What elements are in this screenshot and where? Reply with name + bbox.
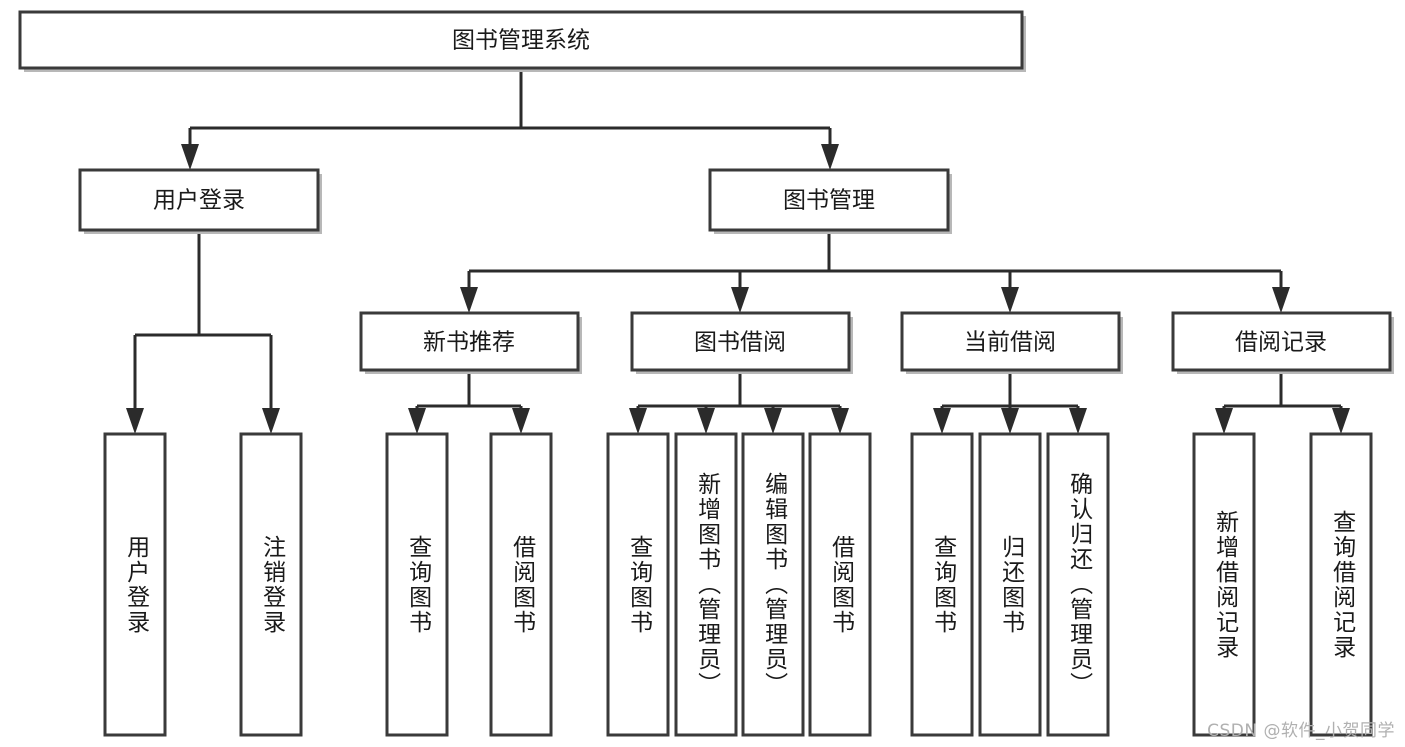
arrow-head-leaf-user-login	[126, 408, 144, 434]
node-new-book-rec[interactable]: 新书推荐	[359, 311, 582, 374]
book-manage-box[interactable]	[708, 168, 950, 232]
leaf-node-query-record[interactable]	[1309, 432, 1373, 737]
arrow-head-leaf-borrow-book-1	[512, 408, 530, 434]
node-book-borrow[interactable]: 图书借阅	[630, 311, 853, 374]
leaf-node-add-record[interactable]	[1192, 432, 1256, 737]
user-login-box[interactable]	[78, 168, 320, 232]
leaf-node-confirm-return[interactable]	[1046, 432, 1110, 737]
arrow-head-current-borrow	[1001, 287, 1019, 313]
leaf-user-logout-box[interactable]	[239, 432, 303, 737]
arrow-head-leaf-edit-book	[764, 408, 782, 434]
leaf-node-user-logout[interactable]	[239, 432, 303, 737]
borrow-record-label: 借阅记录	[1235, 330, 1327, 356]
leaf-node-add-book[interactable]	[674, 432, 738, 737]
current-borrow-box[interactable]	[900, 311, 1121, 372]
leaf-node-return-book[interactable]	[978, 432, 1042, 737]
node-root[interactable]: 图书管理系统	[18, 10, 1026, 72]
leaf-node-query-book-3[interactable]	[910, 432, 974, 737]
leaf-query-book-2-box[interactable]	[606, 432, 670, 737]
leaf-node-borrow-book-2[interactable]	[808, 432, 872, 737]
leaf-node-user-login[interactable]	[103, 432, 167, 737]
arrow-head-leaf-query-book-2	[629, 408, 647, 434]
leaf-node-borrow-book-1[interactable]	[489, 432, 553, 737]
leaf-node-query-book-2[interactable]	[606, 432, 670, 737]
arrow-head-leaf-confirm-return	[1069, 408, 1087, 434]
leaf-return-book-box[interactable]	[978, 432, 1042, 737]
arrow-head-leaf-query-book-1	[408, 408, 426, 434]
node-book-manage[interactable]: 图书管理	[708, 168, 952, 234]
arrow-head-leaf-add-book	[697, 408, 715, 434]
connector-layer	[126, 68, 1350, 434]
borrow-record-box[interactable]	[1171, 311, 1392, 372]
leaf-borrow-book-1-box[interactable]	[489, 432, 553, 737]
arrow-head-new-book-rec	[460, 287, 478, 313]
node-borrow-record[interactable]: 借阅记录	[1171, 311, 1394, 374]
book-manage-label: 图书管理	[783, 188, 875, 214]
arrow-head-leaf-borrow-book-2	[831, 408, 849, 434]
new-book-rec-label: 新书推荐	[423, 330, 515, 356]
leaf-user-login-box[interactable]	[103, 432, 167, 737]
root-label: 图书管理系统	[452, 28, 590, 54]
leaf-borrow-book-2-box[interactable]	[808, 432, 872, 737]
csdn-watermark: CSDN @软件_小贺同学	[1207, 721, 1395, 741]
arrow-head-leaf-user-logout	[262, 408, 280, 434]
leaf-query-book-3-box[interactable]	[910, 432, 974, 737]
leaf-add-book-box[interactable]	[674, 432, 738, 737]
arrow-head-book-manage	[821, 144, 839, 170]
leaf-add-record-box[interactable]	[1192, 432, 1256, 737]
user-login-label: 用户登录	[153, 188, 245, 214]
arrow-head-book-borrow	[731, 287, 749, 313]
arrow-head-leaf-query-book-3	[933, 408, 951, 434]
leaf-query-record-box[interactable]	[1309, 432, 1373, 737]
node-user-login[interactable]: 用户登录	[78, 168, 322, 234]
leaf-node-query-book-1[interactable]	[385, 432, 449, 737]
leaf-edit-book-box[interactable]	[741, 432, 805, 737]
leaf-confirm-return-box[interactable]	[1046, 432, 1110, 737]
node-current-borrow[interactable]: 当前借阅	[900, 311, 1123, 374]
arrow-head-leaf-query-record	[1332, 408, 1350, 434]
book-borrow-box[interactable]	[630, 311, 851, 372]
book-borrow-label: 图书借阅	[694, 330, 786, 356]
arrow-head-user-login	[181, 144, 199, 170]
root-box[interactable]	[18, 10, 1024, 70]
arrow-head-leaf-return-book	[1001, 408, 1019, 434]
current-borrow-label: 当前借阅	[964, 330, 1056, 356]
new-book-rec-box[interactable]	[359, 311, 580, 372]
leaf-node-edit-book[interactable]	[741, 432, 805, 737]
arrow-head-leaf-add-record	[1215, 408, 1233, 434]
arrow-head-borrow-record	[1272, 287, 1290, 313]
leaf-query-book-1-box[interactable]	[385, 432, 449, 737]
